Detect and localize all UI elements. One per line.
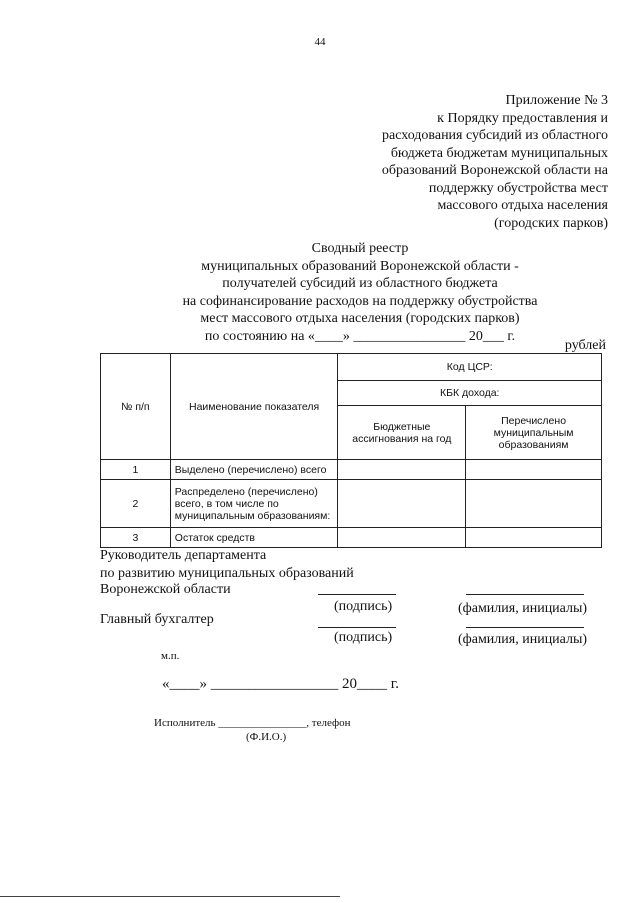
accountant-signature-label: (подпись) [334, 630, 393, 645]
cell-transferred [465, 479, 602, 528]
accountant-name-line [466, 627, 584, 628]
title-line: Сводный реестр [311, 241, 409, 256]
row-name: Выделено (перечислено) всего [169, 459, 339, 480]
appendix-line: образований Воронежской области на [381, 163, 608, 178]
header-kbk: КБК дохода: [337, 380, 602, 406]
row-name: Остаток средств [169, 527, 339, 548]
table-row: 1 Выделено (перечислено) всего [100, 459, 602, 480]
appendix-heading: Приложение № 3 к Порядку предоставления … [382, 92, 608, 232]
accountant-title: Главный бухгалтер [100, 612, 214, 627]
cell-budget [337, 479, 467, 528]
row-num: 3 [100, 527, 171, 548]
table-row: 3 Остаток средств [100, 527, 602, 548]
appendix-line: (городских парков) [494, 215, 608, 231]
signing-date: «____» _________________ 20____ г. [162, 676, 399, 692]
registry-table: № п/п Наименование показателя Код ЦСР: К… [100, 353, 602, 548]
page-number: 44 [314, 36, 326, 48]
accountant-name-label: (фамилия, инициалы) [458, 632, 588, 647]
cell-transferred [465, 459, 602, 480]
header-num: № п/п [100, 353, 171, 460]
title-line: на софинансирование расходов на поддержк… [182, 293, 538, 309]
head-signature-line [318, 594, 396, 595]
head-name-label: (фамилия, инициалы) [458, 601, 588, 616]
title-line: мест массового отдыха населения (городск… [200, 311, 520, 326]
table-row: 2 Распределено (перечислено) всего, в то… [100, 479, 602, 528]
cell-budget [337, 459, 467, 480]
appendix-line: поддержку обустройства мест [428, 180, 608, 196]
head-title-line: Руководитель департамента [100, 548, 267, 563]
title-line: муниципальных образований Воронежской об… [201, 258, 519, 274]
bottom-rule [0, 896, 340, 897]
row-num: 2 [100, 479, 171, 528]
appendix-line: расходования субсидий из областного [382, 128, 608, 143]
appendix-line: бюджета бюджетам муниципальных [390, 145, 608, 161]
cell-transferred [465, 527, 602, 548]
accountant-signature-line [318, 627, 396, 628]
header-transferred: Перечислено муниципальным образованиям [465, 405, 602, 460]
head-title-line: по развитию муниципальных образований [100, 566, 354, 581]
head-name-line [466, 594, 584, 595]
executor-fio-label: (Ф.И.О.) [246, 731, 287, 743]
header-kod-csr: Код ЦСР: [337, 353, 602, 381]
seal-mark: м.п. [161, 650, 180, 662]
appendix-line: массового отдыха населения [437, 198, 608, 213]
executor-line: Исполнитель ________________, телефон [154, 717, 351, 729]
row-name: Распределено (перечислено) всего, в том … [169, 479, 339, 528]
row-num: 1 [100, 459, 171, 480]
cell-budget [337, 527, 467, 548]
appendix-line: к Порядку предоставления и [437, 110, 608, 126]
title-line: по состоянию на «____» ________________ … [204, 328, 516, 344]
currency-unit: рублей [564, 338, 606, 353]
header-indicator: Наименование показателя [169, 353, 339, 460]
appendix-line: Приложение № 3 [505, 93, 609, 108]
header-budget: Бюджетные ассигнования на год [337, 405, 467, 460]
title-line: получателей субсидий из областного бюдже… [222, 276, 498, 291]
document-title: Сводный реестр муниципальных образований… [170, 240, 550, 345]
head-signature-label: (подпись) [334, 599, 393, 614]
head-title-line: Воронежской области [100, 582, 231, 597]
